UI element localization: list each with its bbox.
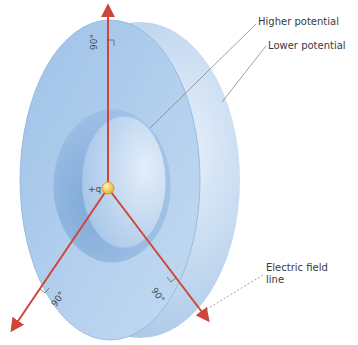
shell-cavity: [54, 110, 170, 262]
inner-shell: [82, 116, 166, 248]
field-line: [107, 6, 109, 188]
leader-line: [222, 46, 266, 102]
field-line: [12, 188, 108, 330]
point-charge: [102, 182, 114, 194]
field-line: [108, 188, 208, 320]
charge-label: +q: [88, 183, 101, 195]
region-label: Lower potential: [268, 40, 346, 52]
outer-shell-face: [20, 20, 200, 340]
right-angle-mark: [40, 288, 49, 293]
right-angle-mark: [108, 40, 114, 46]
right-angle-mark: [167, 277, 176, 282]
angle-label: 90°: [88, 34, 100, 50]
field-line-label: Electric field line: [266, 262, 336, 286]
region-label: Higher potential: [258, 16, 339, 28]
leader-line: [202, 275, 263, 312]
leader-line: [150, 24, 256, 128]
